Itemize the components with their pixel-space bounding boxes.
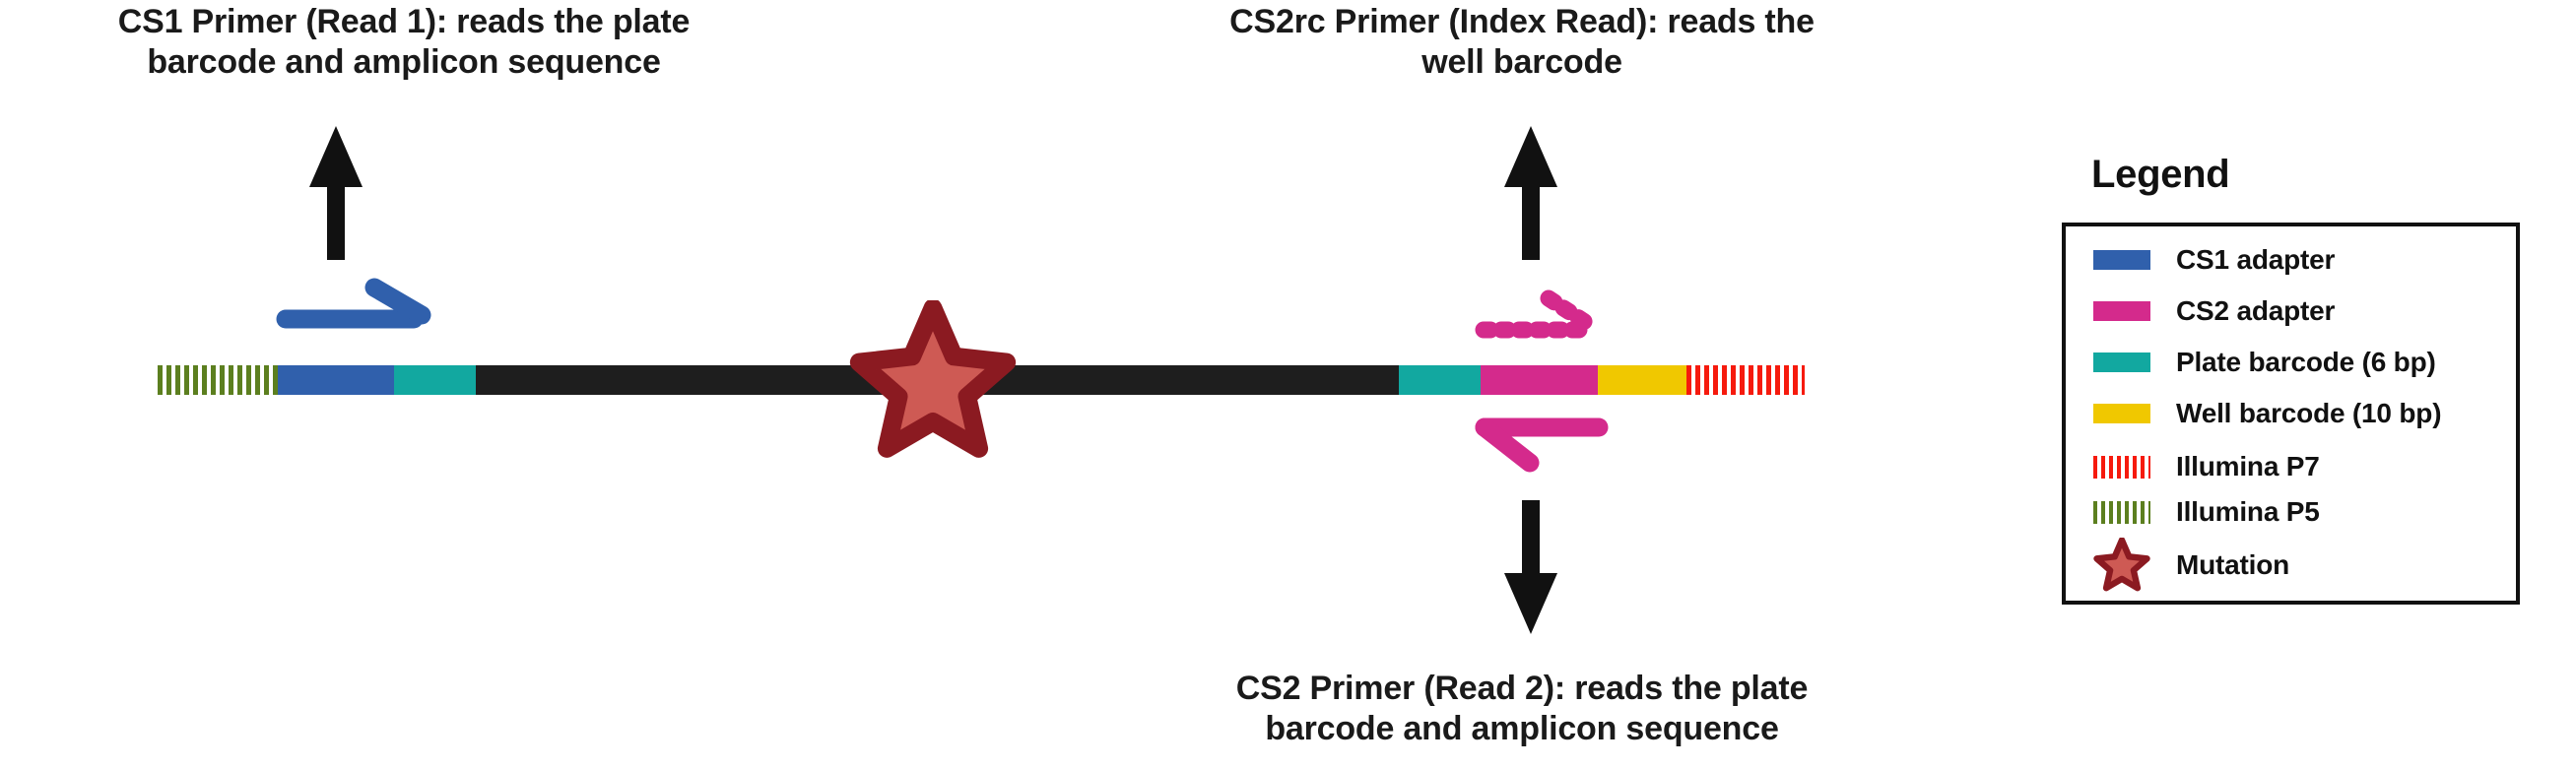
cs2rc-primer-arrow [1475, 288, 1603, 340]
legend-swatch-solid-yellow [2093, 404, 2150, 423]
cs2-primer-arrow [1473, 414, 1611, 475]
legend-title: Legend [2091, 153, 2230, 196]
read2-down-arrow [1500, 500, 1561, 634]
legend-row-5: Illumina P5 [2093, 496, 2320, 528]
mutation-star-icon [2093, 537, 2150, 593]
cs1-primer-arrow [276, 278, 433, 329]
callout-cs2rc-primer: CS2rc Primer (Index Read): reads the wel… [1229, 3, 1815, 82]
legend-label-0: CS1 adapter [2176, 244, 2336, 275]
index-read-up-arrow [1500, 126, 1561, 260]
construct-segment-well-barcode [1598, 365, 1686, 395]
construct-segment-cs2-adapter [1481, 365, 1598, 395]
legend-row-0: CS1 adapter [2093, 244, 2335, 276]
legend-label-6: Mutation [2176, 549, 2290, 580]
legend-row-4: Illumina P7 [2093, 451, 2320, 482]
legend-label-5: Illumina P5 [2176, 496, 2320, 527]
legend-swatch-striped-green [2093, 500, 2150, 524]
construct-segment-illumina-p5 [158, 365, 278, 395]
legend-row-6: Mutation [2093, 537, 2290, 593]
read1-up-arrow [305, 126, 366, 260]
legend-swatch-solid-blue [2093, 250, 2150, 270]
legend-label-4: Illumina P7 [2176, 451, 2320, 481]
construct-segment-illumina-p7 [1686, 365, 1805, 395]
legend-label-2: Plate barcode (6 bp) [2176, 347, 2436, 377]
legend-label-1: CS2 adapter [2176, 295, 2336, 326]
construct-segment-cs1-adapter [278, 365, 394, 395]
legend-row-1: CS2 adapter [2093, 295, 2335, 327]
legend-row-3: Well barcode (10 bp) [2093, 398, 2442, 429]
mutation-star-icon [849, 298, 1017, 463]
callout-cs1-primer: CS1 Primer (Read 1): reads the plate bar… [117, 3, 691, 82]
construct-segment-plate-barcode-right [1399, 365, 1481, 395]
legend-swatch-striped-red [2093, 455, 2150, 479]
legend-row-2: Plate barcode (6 bp) [2093, 347, 2436, 378]
legend-label-3: Well barcode (10 bp) [2176, 398, 2442, 428]
callout-cs2-primer: CS2 Primer (Read 2): reads the plate bar… [1235, 670, 1809, 748]
legend-swatch-solid-magenta [2093, 301, 2150, 321]
legend-swatch-solid-teal [2093, 352, 2150, 372]
construct-segment-plate-barcode-left [394, 365, 476, 395]
